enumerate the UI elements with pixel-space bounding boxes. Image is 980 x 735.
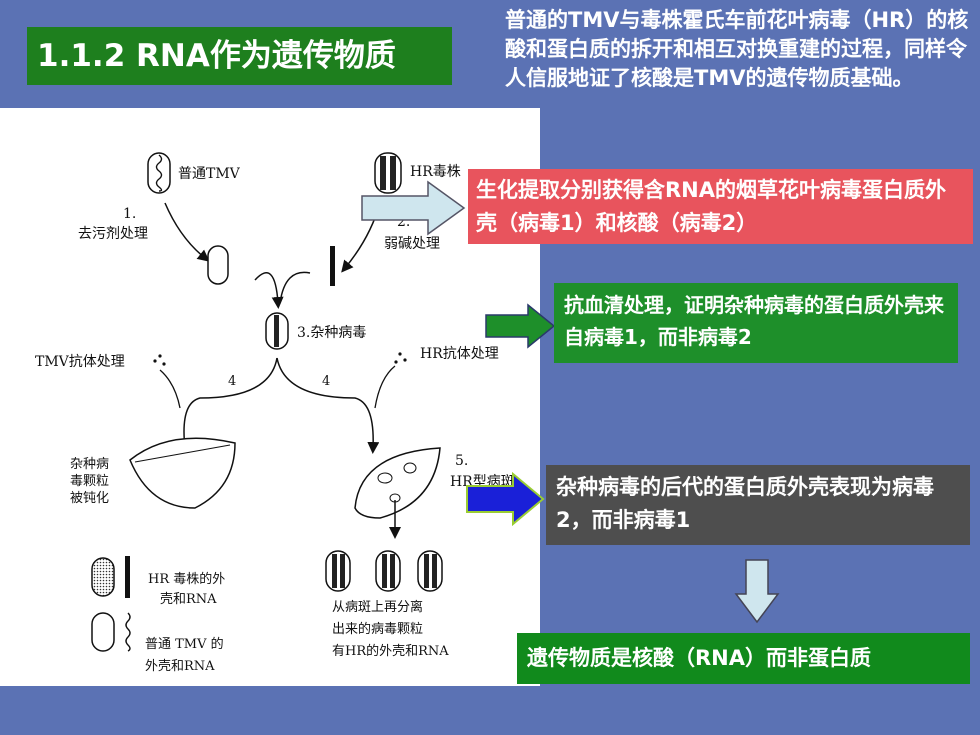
arrow-combine-left [254,272,284,309]
callout-progeny: 杂种病毒的后代的蛋白质外壳表现为病毒2，而非病毒1 [546,465,970,545]
protein-shell-icon [207,245,229,285]
arrow-step1 [164,202,210,262]
intro-text: 普通的TMV与毒株霍氏车前花叶病毒（HR）的核酸和蛋白质的拆开和相互对换重建的过… [505,8,969,90]
isolate-line2: 出来的病毒颗粒 [332,621,423,637]
step2-label: 弱碱处理 [384,236,440,252]
arrow-combine-right [279,271,311,304]
legend-tmv-line2: 外壳和RNA [145,659,215,674]
num4-left: 4 [228,374,236,389]
tmv-antibody-label: TMV抗体处理 [35,354,125,370]
step3-label: 3.杂种病毒 [297,325,366,341]
callout-antiserum: 抗血清处理，证明杂种病毒的蛋白质外壳来自病毒1，而非病毒2 [554,283,958,363]
experiment-diagram: 普通TMV HR毒株 1. 去污剂处理 2. 弱碱处理 3.杂种病毒 TMV抗体… [35,152,515,674]
bottom-band [0,686,980,735]
legend-tmv-line1: 普通 TMV 的 [145,636,224,652]
tmv-virus-icon [147,152,171,194]
callout-extraction: 生化提取分别获得含RNA的烟草花叶病毒蛋白质外壳（病毒1）和核酸（病毒2） [468,169,973,244]
slide-title: 1.1.2 RNA作为遗传物质 [27,27,452,85]
hr-antibody-label: HR抗体处理 [420,346,499,362]
hybrid-virus-icon [265,312,289,350]
left-leaf-line1: 杂种病 [70,457,109,472]
spotted-leaf-icon [354,447,441,519]
isolate-line1: 从病斑上再分离 [332,599,423,615]
num4-right: 4 [322,374,330,389]
down-arrow-icon [734,559,780,624]
tmv-label: 普通TMV [178,166,241,182]
hr-label: HR毒株 [410,164,461,180]
step5-number: 5. [455,453,468,469]
isolate-line3: 有HR的外壳和RNA [332,643,449,659]
left-leaf-line2: 毒颗粒 [70,474,109,489]
rna-rod-icon [330,246,335,286]
legend-hr-line1: HR 毒株的外 [148,571,225,587]
step1-number: 1. [123,206,136,222]
hr-virus-icon [374,152,402,194]
arrow-to-left-leaf [178,357,278,454]
callout-conclusion: 遗传物质是核酸（RNA）而非蛋白质 [517,633,970,684]
legend-hr-icon [91,556,130,598]
right-arrow-icon [485,303,556,349]
left-leaf-line3: 被钝化 [70,491,109,506]
isolated-virus-icons [325,550,443,592]
legend-tmv-icon [91,612,131,652]
legend-hr-line2: 壳和RNA [160,592,217,607]
arrow-to-right-leaf [276,357,380,454]
step1-label: 去污剂处理 [78,226,148,242]
leaf-icon [129,437,236,509]
right-arrow-icon [361,180,466,236]
right-arrow-icon [466,472,545,526]
